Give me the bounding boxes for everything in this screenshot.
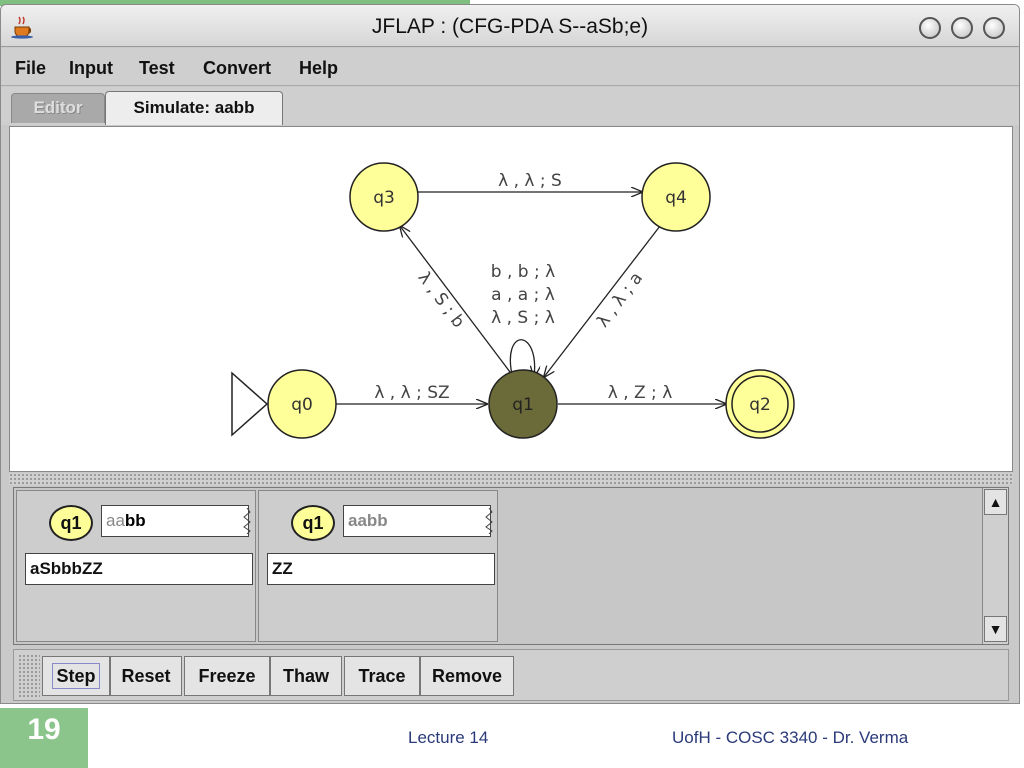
state-q2[interactable]: q2 xyxy=(725,369,795,439)
state-q1-label: q1 xyxy=(512,395,534,415)
state-q2-label: q2 xyxy=(749,395,771,415)
automaton-canvas[interactable]: λ , λ ; SZ λ , Z ; λ λ , λ ; S λ , S ; b… xyxy=(9,126,1013,472)
state-q4[interactable]: q4 xyxy=(641,162,711,232)
tape-torn-edge-icon xyxy=(243,508,251,534)
label-loop-2: a , a ; λ xyxy=(491,285,555,305)
tab-simulate[interactable]: Simulate: aabb xyxy=(105,91,283,125)
close-button[interactable] xyxy=(983,17,1005,39)
config-2-state: q1 xyxy=(291,505,335,541)
state-q3[interactable]: q3 xyxy=(349,162,419,232)
label-q3-q4: λ , λ ; S xyxy=(498,171,562,191)
edge-q1-q3 xyxy=(400,226,514,377)
state-q0[interactable]: q0 xyxy=(267,369,337,439)
label-q1-q2: λ , Z ; λ xyxy=(608,383,673,403)
maximize-button[interactable] xyxy=(951,17,973,39)
thaw-button[interactable]: Thaw xyxy=(270,656,342,696)
scroll-down-button[interactable]: ▼ xyxy=(984,616,1007,642)
reset-button[interactable]: Reset xyxy=(110,656,182,696)
edge-q1-loop xyxy=(509,339,534,380)
minimize-button[interactable] xyxy=(919,17,941,39)
configurations-panel: q1 aabb aSbbbZZ q1 aabb ZZ ▲ ▼ xyxy=(13,487,1009,645)
label-q1-q3: λ , S ; b xyxy=(414,268,469,331)
simulation-toolbar: Step Reset Freeze Thaw Trace Remove xyxy=(13,649,1009,701)
java-cup-icon xyxy=(11,16,33,39)
state-q4-label: q4 xyxy=(665,188,687,208)
tape-torn-edge-icon xyxy=(485,508,493,534)
tab-editor[interactable]: Editor xyxy=(11,93,105,123)
step-button-label: Step xyxy=(52,663,100,689)
config-2-stack: ZZ xyxy=(267,553,495,585)
menu-help[interactable]: Help xyxy=(299,58,339,78)
config-1-state: q1 xyxy=(49,505,93,541)
remove-button[interactable]: Remove xyxy=(420,656,514,696)
title-bar[interactable]: JFLAP : (CFG-PDA S--aSb;e) xyxy=(1,5,1019,47)
trace-button[interactable]: Trace xyxy=(344,656,420,696)
config-2-input-tape: aabb xyxy=(343,505,493,537)
menu-test[interactable]: Test xyxy=(139,58,175,78)
footer-lecture: Lecture 14 xyxy=(408,728,489,747)
menu-input[interactable]: Input xyxy=(69,58,113,78)
initial-state-arrow xyxy=(231,371,269,437)
label-loop-1: b , b ; λ xyxy=(491,262,555,282)
config-1-input-tape: aabb xyxy=(101,505,251,537)
split-pane-divider[interactable] xyxy=(9,473,1013,485)
menu-bar: File Input Test Convert Help xyxy=(1,48,1019,86)
menu-file[interactable]: File xyxy=(15,58,47,78)
config-1-stack: aSbbbZZ xyxy=(25,553,253,585)
state-q1[interactable]: q1 xyxy=(488,369,558,439)
freeze-button[interactable]: Freeze xyxy=(184,656,270,696)
configuration-1[interactable]: q1 aabb aSbbbZZ xyxy=(16,490,256,642)
pda-diagram: λ , λ ; SZ λ , Z ; λ λ , λ ; S λ , S ; b… xyxy=(231,162,795,439)
jflap-window: JFLAP : (CFG-PDA S--aSb;e) File Input Te… xyxy=(0,4,1020,704)
window-title: JFLAP : (CFG-PDA S--aSb;e) xyxy=(371,15,649,38)
tab-strip: Editor Simulate: aabb xyxy=(1,87,1019,125)
slide-accent-bar xyxy=(0,0,470,6)
menu-convert[interactable]: Convert xyxy=(203,58,272,78)
toolbar-grip[interactable] xyxy=(18,654,40,698)
slide-number: 19 xyxy=(0,708,88,768)
config-2-input-read: aabb xyxy=(348,511,388,530)
state-q3-label: q3 xyxy=(373,188,395,208)
edge-q4-q1 xyxy=(544,225,661,377)
configurations-scrollbar[interactable]: ▲ ▼ xyxy=(982,488,1008,644)
label-loop-3: λ , S ; λ xyxy=(491,308,555,328)
scroll-up-button[interactable]: ▲ xyxy=(984,489,1007,515)
step-button[interactable]: Step xyxy=(42,656,110,696)
config-1-input-remaining: bb xyxy=(124,511,146,530)
footer-course: UofH - COSC 3340 - Dr. Verma xyxy=(672,728,909,747)
config-1-input-read: aa xyxy=(106,511,125,530)
state-q0-label: q0 xyxy=(291,395,313,415)
slide-top-strip xyxy=(0,0,1024,6)
label-q0-q1: λ , λ ; SZ xyxy=(374,383,449,403)
configuration-2[interactable]: q1 aabb ZZ xyxy=(258,490,498,642)
